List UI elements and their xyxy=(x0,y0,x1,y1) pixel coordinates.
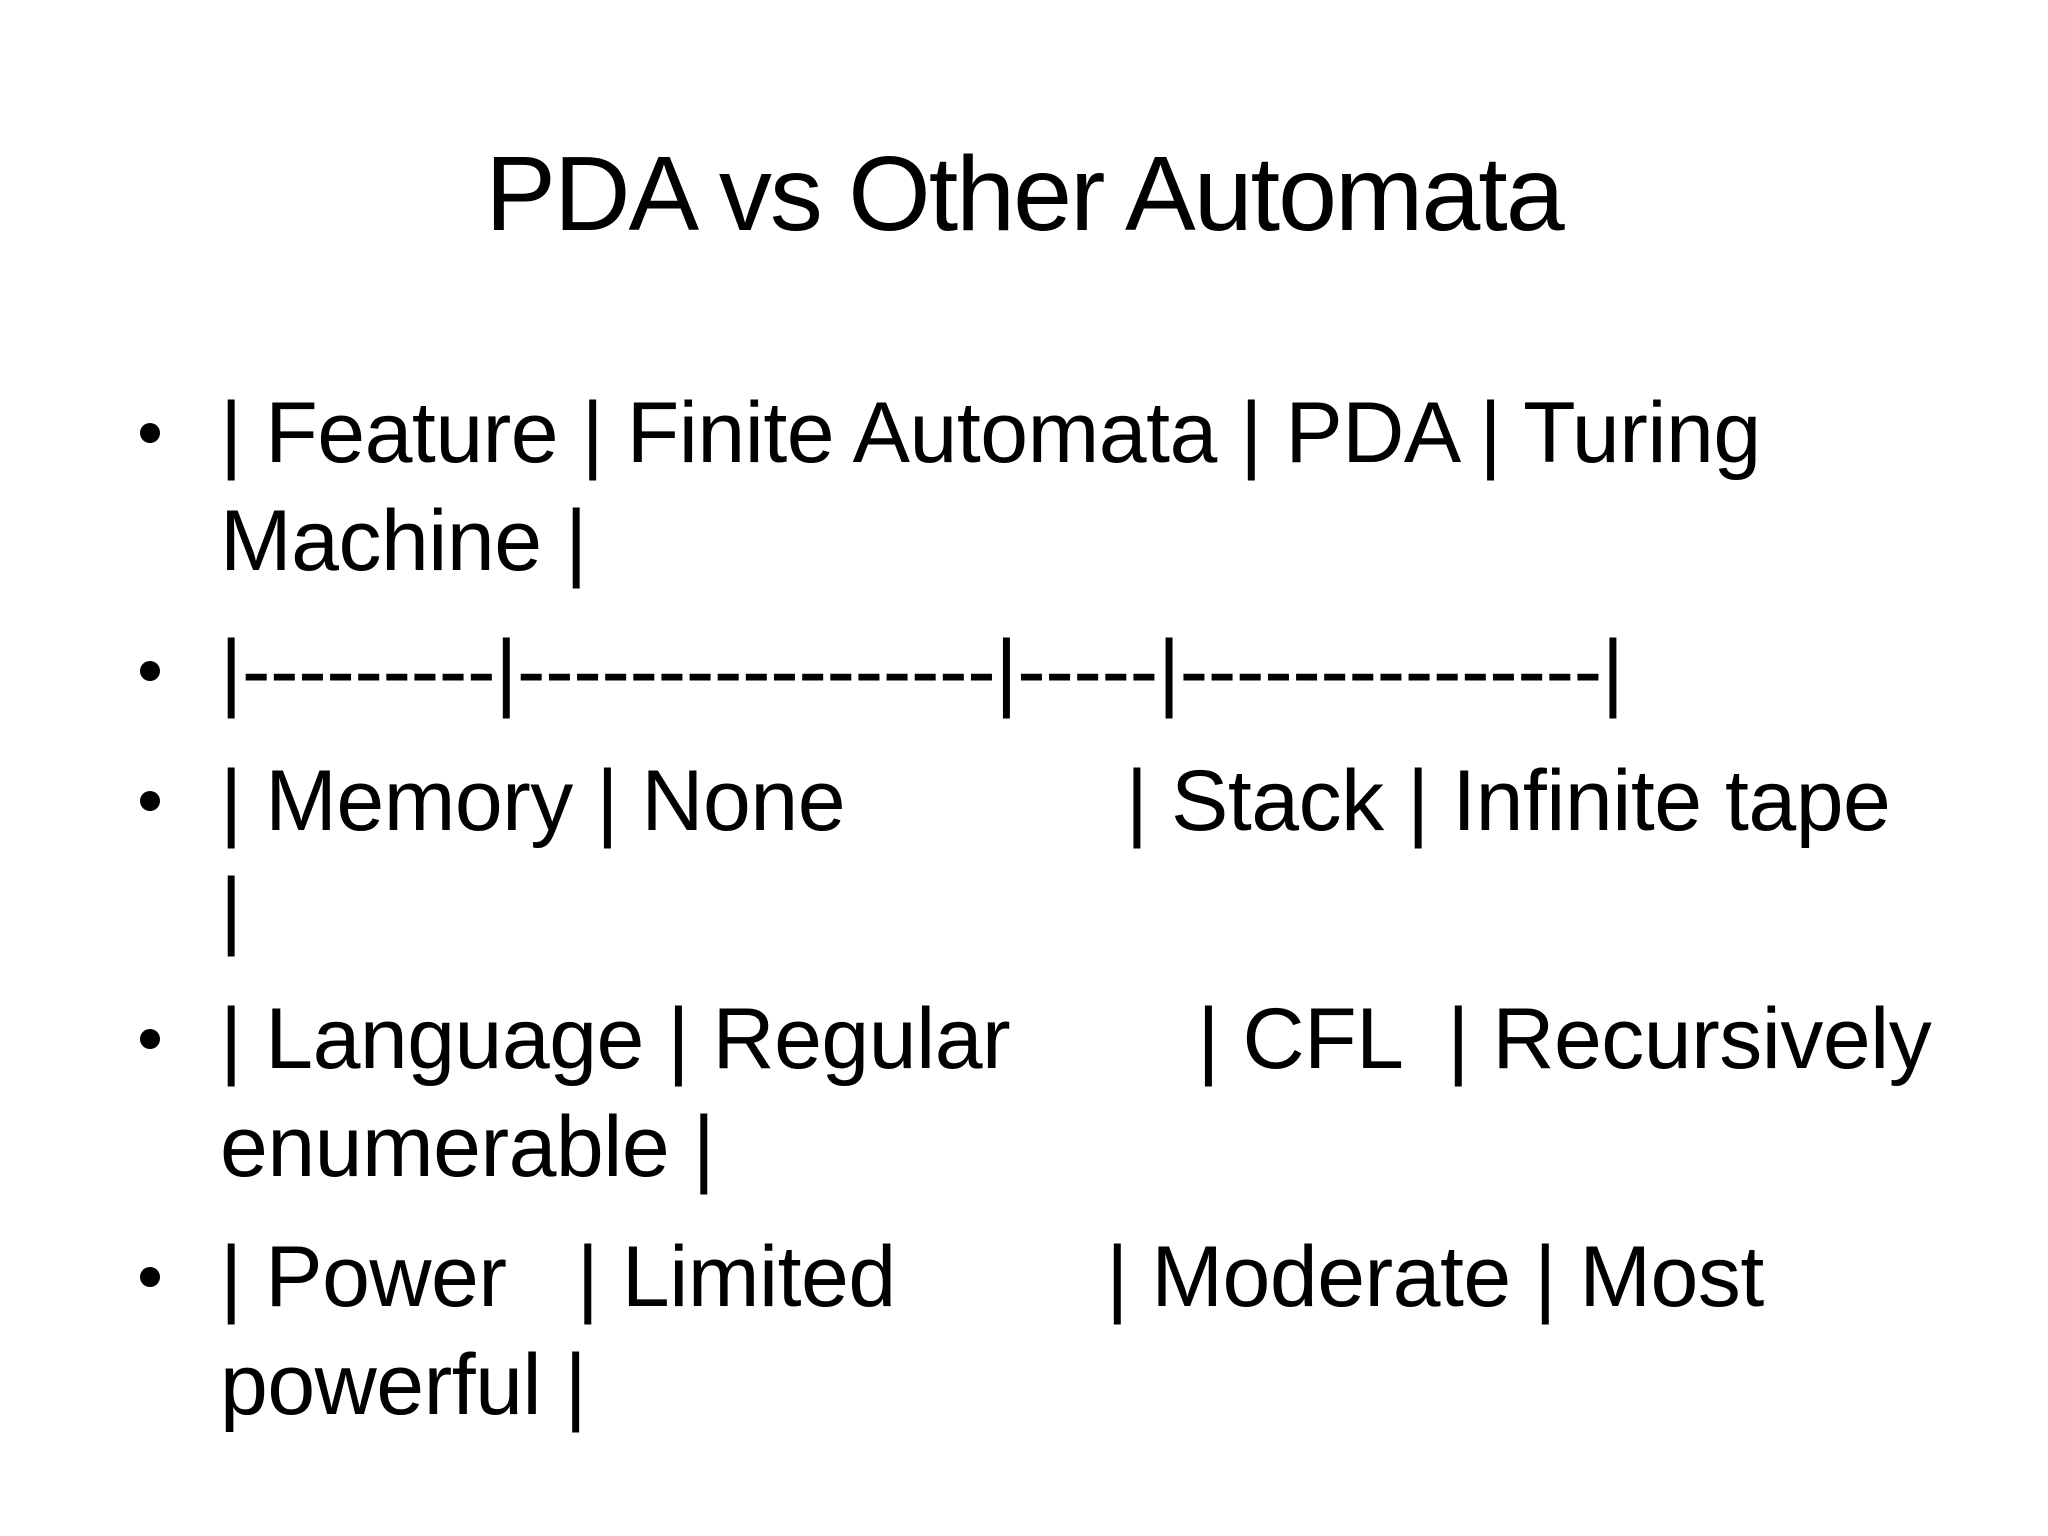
bullet-dot-icon xyxy=(140,1029,160,1049)
bullet-item-power-row: | Power | Limited | Moderate | Most powe… xyxy=(140,1223,2048,1439)
bullet-line: | Language | Regular | CFL | Recursively xyxy=(220,991,1932,1087)
bullet-line: | Power | Limited | Moderate | Most xyxy=(220,1229,1764,1325)
bullet-line: |---------|-----------------|-----|-----… xyxy=(220,623,1624,719)
bullet-item-table-header: | Feature | Finite Automata | PDA | Turi… xyxy=(140,379,2048,595)
bullet-line: Machine | xyxy=(220,493,587,589)
bullet-dot-icon xyxy=(140,791,160,811)
bullet-line: | Memory | None | Stack | Infinite tape xyxy=(220,753,1891,849)
bullet-line: | xyxy=(220,861,242,957)
bullet-list: | Feature | Finite Automata | PDA | Turi… xyxy=(140,379,2048,1439)
bullet-line: | Feature | Finite Automata | PDA | Turi… xyxy=(220,385,1761,481)
bullet-dot-icon xyxy=(140,1267,160,1287)
slide-title: PDA vs Other Automata xyxy=(485,135,1564,253)
bullet-item-memory-row: | Memory | None | Stack | Infinite tape … xyxy=(140,747,2048,963)
bullet-dot-icon xyxy=(140,661,160,681)
bullet-line: powerful | xyxy=(220,1337,587,1433)
bullet-line: enumerable | xyxy=(220,1099,715,1195)
bullet-dot-icon xyxy=(140,423,160,443)
bullet-item-language-row: | Language | Regular | CFL | Recursively… xyxy=(140,985,2048,1201)
bullet-item-table-separator: |---------|-----------------|-----|-----… xyxy=(140,617,2048,725)
